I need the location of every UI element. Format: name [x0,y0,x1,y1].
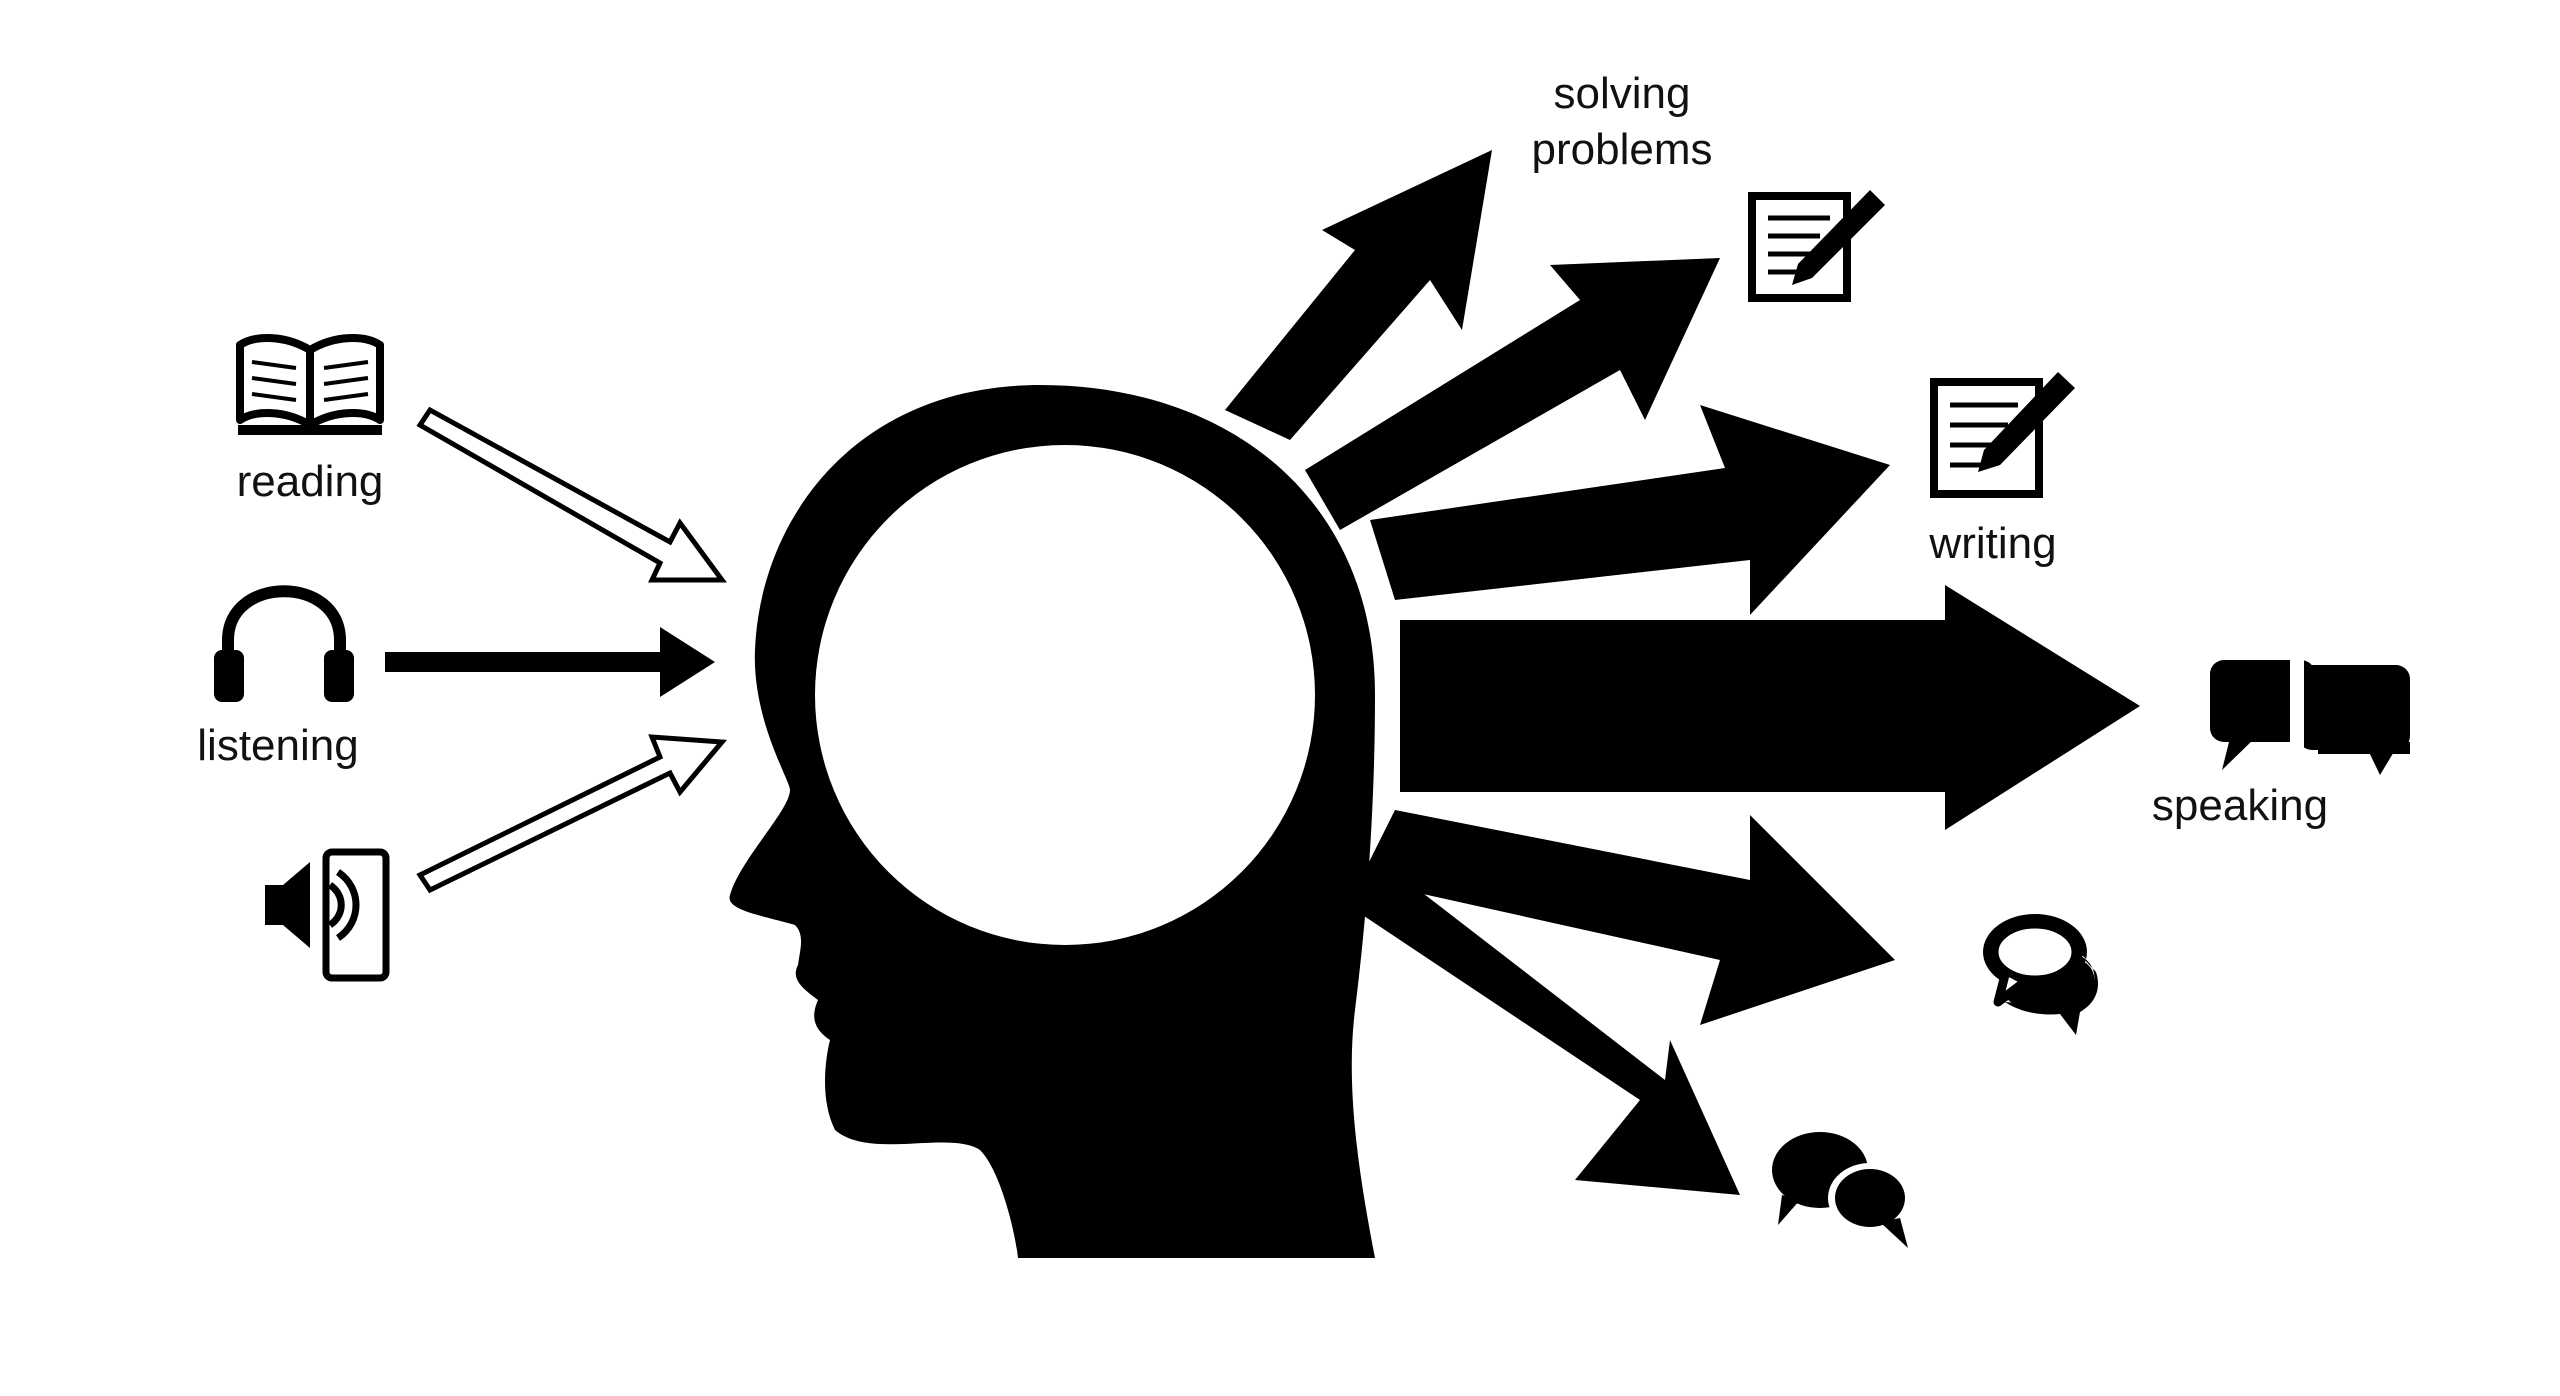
output-arrows [1225,150,2140,1195]
reading-label: reading [237,457,384,506]
chat-bubbles-outline-icon [1983,914,2099,1036]
chat-bubbles-icon-lower [1772,1132,1912,1248]
speaker-icon [265,848,390,982]
arrow-to-writing [1370,405,1890,615]
solving-problems-label-line1: solving [1554,69,1691,118]
arrow-to-speaking [1400,585,2140,830]
head-circle-inner [815,445,1315,945]
arrow-down-right-2 [1340,860,1740,1195]
open-book-icon [236,334,384,435]
chat-bubbles-icon [2210,657,2410,775]
speaking-label: speaking [2152,781,2328,830]
arrow-to-solving-problems [1225,150,1492,440]
head-silhouette [729,385,1375,1258]
headphones-icon [214,585,354,702]
writing-label: writing [1928,519,2056,568]
input-arrows [385,406,728,894]
arrow-from-audio [416,734,728,894]
listening-label: listening [197,721,358,770]
solving-problems-label-line2: problems [1532,125,1713,174]
arrow-from-reading [416,406,727,583]
notepad-pencil-icon [1748,190,1885,302]
arrow-down-right-1 [1360,810,1895,1025]
notepad-pencil-icon-writing [1930,372,2075,498]
arrow-from-listening [385,627,715,697]
arrow-up-right [1305,258,1720,530]
